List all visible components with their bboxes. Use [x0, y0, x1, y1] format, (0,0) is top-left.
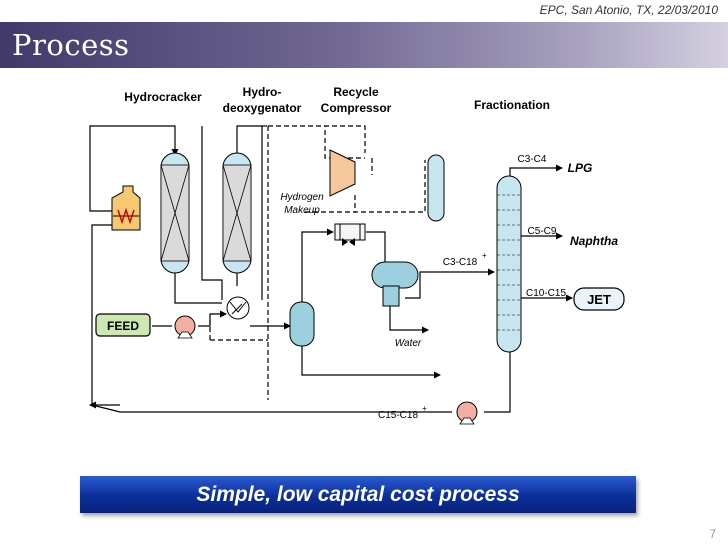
label-hydrocracker: Hydrocracker: [124, 90, 202, 104]
fractionation-column: [496, 175, 522, 353]
jet-product-box: JET: [573, 287, 625, 311]
label-c3c18-sup: +: [482, 251, 487, 260]
label-c5c9: C5-C9: [528, 226, 557, 237]
diagram-labels: Hydrocracker Hydro- deoxygenator Recycle…: [124, 85, 618, 421]
slide-title: Process: [12, 28, 130, 62]
feed-label: FEED: [107, 319, 139, 333]
label-hydrogen-line1: Hydrogen: [280, 192, 324, 203]
knockout-drum: [427, 154, 445, 222]
label-c15c18-sup: +: [422, 404, 427, 413]
fired-heater: [111, 185, 141, 231]
tagline-banner: [80, 476, 636, 513]
label-c15c18: C15-C18: [378, 410, 418, 421]
hdo-separator-drum: [289, 301, 315, 347]
feed-pump: [174, 315, 196, 339]
event-header: EPC, San Atonio, TX, 22/03/2010: [539, 3, 718, 17]
jet-label: JET: [587, 292, 611, 307]
label-lpg: LPG: [568, 161, 593, 175]
cooler-exchanger: [334, 223, 366, 246]
feed-effluent-exchanger: [226, 296, 250, 320]
feed-box: FEED: [95, 313, 151, 337]
label-c3c4: C3-C4: [518, 154, 547, 165]
page-number: 7: [709, 527, 716, 541]
hydrocracker-reactor: [160, 152, 190, 274]
label-hydro-line2: deoxygenator: [223, 101, 302, 115]
label-hydrogen-line2: Makeup: [284, 205, 320, 216]
label-recycle-line1: Recycle: [333, 85, 379, 99]
label-c10c15: C10-C15: [526, 288, 566, 299]
label-naphtha: Naphtha: [570, 234, 618, 248]
hydrodeoxygenator-reactor: [222, 152, 252, 274]
tagline-text: Simple, low capital cost process: [196, 483, 520, 506]
recycle-compressor: [329, 149, 356, 197]
label-c3c18: C3-C18: [443, 257, 478, 268]
bottoms-pump: [456, 401, 478, 425]
label-water: Water: [395, 338, 422, 349]
label-recycle-line2: Compressor: [321, 101, 392, 115]
three-phase-separator: [371, 261, 419, 307]
label-hydro-line1: Hydro-: [243, 85, 282, 99]
process-lines: [89, 125, 573, 413]
title-bar: [0, 22, 728, 68]
label-fractionation: Fractionation: [474, 98, 550, 112]
